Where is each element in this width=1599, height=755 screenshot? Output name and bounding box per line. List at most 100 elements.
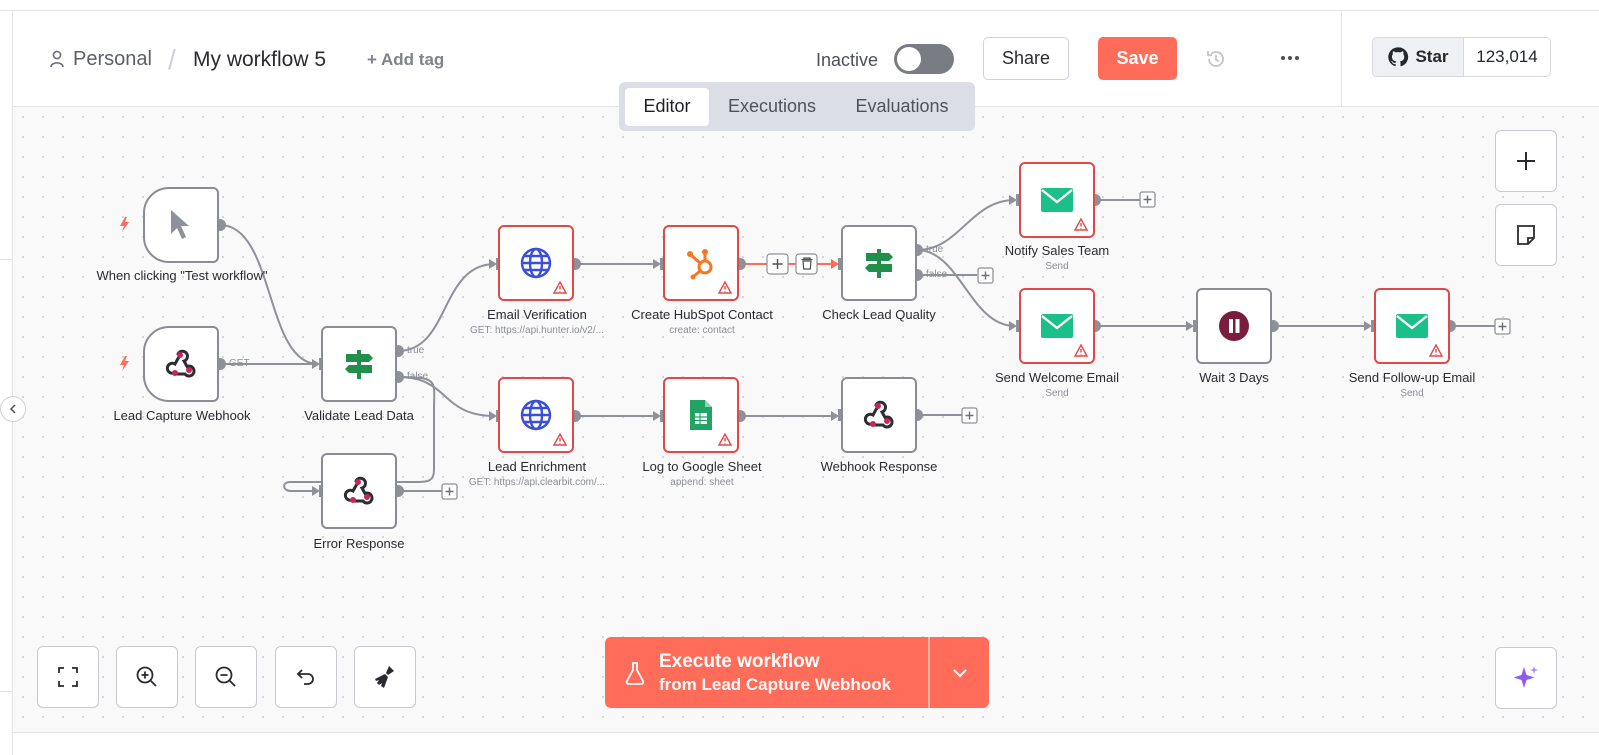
node-error-response[interactable] [321,453,397,529]
node-lead-enrichment[interactable] [498,377,574,453]
bottom-border [13,732,1599,755]
port-label-false: false [407,371,429,382]
node-label: Wait 3 Days [1199,370,1269,385]
execute-workflow-label: Execute workflow [659,650,820,672]
warning-icon [718,433,732,446]
warning-icon [1074,218,1088,231]
node-subtitle: GET: https://api.clearbit.com/... [468,477,606,488]
node-label: Validate Lead Data [304,408,414,423]
node-log-to-google-sheet[interactable] [663,377,739,453]
toggle-knob [897,47,921,71]
envelope-icon [1396,314,1428,338]
share-button[interactable]: Share [983,37,1069,80]
breadcrumb-project[interactable]: Personal [73,48,152,70]
node-subtitle: GET: https://api.hunter.io/v2/... [470,325,604,336]
signpost-icon [345,350,373,379]
google-sheets-icon [690,400,712,430]
node-label: Email Verification [487,307,587,322]
node-webhook-response[interactable] [841,377,917,453]
sidebar-divider [0,691,13,692]
node-wait-3-days[interactable] [1196,288,1272,364]
tab-editor[interactable]: Editor [625,87,709,126]
github-star-button[interactable]: Star [1373,38,1464,76]
zoom-out-icon [215,666,236,687]
signpost-icon [865,249,893,278]
zoom-out-button[interactable] [195,646,257,708]
tidy-up-button[interactable] [354,646,416,708]
webhook-icon [165,349,196,378]
node-label: Notify Sales Team [1004,243,1110,258]
zoom-in-icon [136,666,157,687]
zoom-in-button[interactable] [116,646,178,708]
node-subtitle: Send [1045,261,1069,272]
add-sticky-note-button[interactable] [1495,204,1557,266]
node-create-hubspot-contact[interactable] [663,225,739,301]
sidebar-divider [0,259,13,260]
sticky-note-icon [1517,225,1535,245]
fit-view-button[interactable] [37,646,99,708]
webhook-icon [863,400,894,429]
github-star-label: Star [1415,47,1449,66]
warning-icon [553,281,567,294]
node-label: Lead Capture Webhook [113,408,251,423]
node-subtitle: Send [1045,388,1069,399]
node-subtitle: Send [1400,388,1424,399]
left-sidebar-strip [0,11,13,755]
node-label: Lead Enrichment [487,459,587,474]
cursor-icon [171,210,189,239]
hubspot-icon [687,249,713,280]
execute-trigger-label: from Lead Capture Webhook [659,674,892,694]
user-icon [50,50,64,68]
github-star-count[interactable]: 123,014 [1464,38,1550,76]
node-label: Create HubSpot Contact [631,307,773,322]
sidebar-collapse-button[interactable] [0,396,26,422]
node-manual-trigger[interactable] [143,187,219,263]
port-label-true: true [407,345,425,356]
node-send-welcome-email[interactable] [1019,288,1095,364]
sparkle-icon [1513,666,1538,688]
node-label: Check Lead Quality [822,307,936,322]
activation-toggle[interactable] [894,44,954,74]
node-label: Send Welcome Email [994,370,1120,385]
github-star-widget[interactable]: Star 123,014 [1372,37,1551,77]
globe-icon [520,247,552,279]
execute-options-dropdown[interactable] [930,637,989,708]
globe-icon [520,399,552,431]
save-button[interactable]: Save [1098,37,1177,80]
warning-icon [553,433,567,446]
view-tabs: Editor Executions Evaluations [619,82,975,131]
pause-icon [1219,311,1249,341]
chevron-down-icon [952,668,967,677]
add-node-button[interactable] [1495,130,1557,192]
node-subtitle: append: sheet [670,477,734,488]
node-notify-sales-team[interactable] [1019,162,1095,238]
button-divider [928,637,930,708]
node-check-lead-quality[interactable] [841,225,917,301]
chevron-left-icon [9,404,16,414]
node-send-followup-email[interactable] [1374,288,1450,364]
history-icon[interactable] [1205,48,1227,70]
plus-icon [1517,152,1535,170]
ellipsis-icon[interactable] [1278,50,1302,66]
node-lead-capture-webhook[interactable] [143,326,219,402]
port-label-false: false [926,269,948,280]
node-label: Send Follow-up Email [1348,370,1476,385]
top-border [0,0,1599,11]
workflow-title[interactable]: My workflow 5 [193,48,327,71]
node-email-verification[interactable] [498,225,574,301]
execute-workflow-button[interactable]: Execute workflow from Lead Capture Webho… [605,637,989,708]
node-label: Error Response [313,536,405,551]
node-label: Webhook Response [820,459,938,474]
undo-button[interactable] [275,646,337,708]
node-validate-lead-data[interactable] [321,326,397,402]
envelope-icon [1041,314,1073,338]
execute-workflow-main[interactable]: Execute workflow from Lead Capture Webho… [605,637,928,708]
workflow-canvas[interactable] [13,107,1599,732]
breadcrumb-separator: / [168,44,176,75]
ai-assistant-button[interactable] [1495,647,1557,709]
tab-evaluations[interactable]: Evaluations [855,96,949,116]
add-tag-button[interactable]: + Add tag [367,50,445,69]
fit-view-icon [58,667,78,687]
tab-executions[interactable]: Executions [727,96,817,116]
